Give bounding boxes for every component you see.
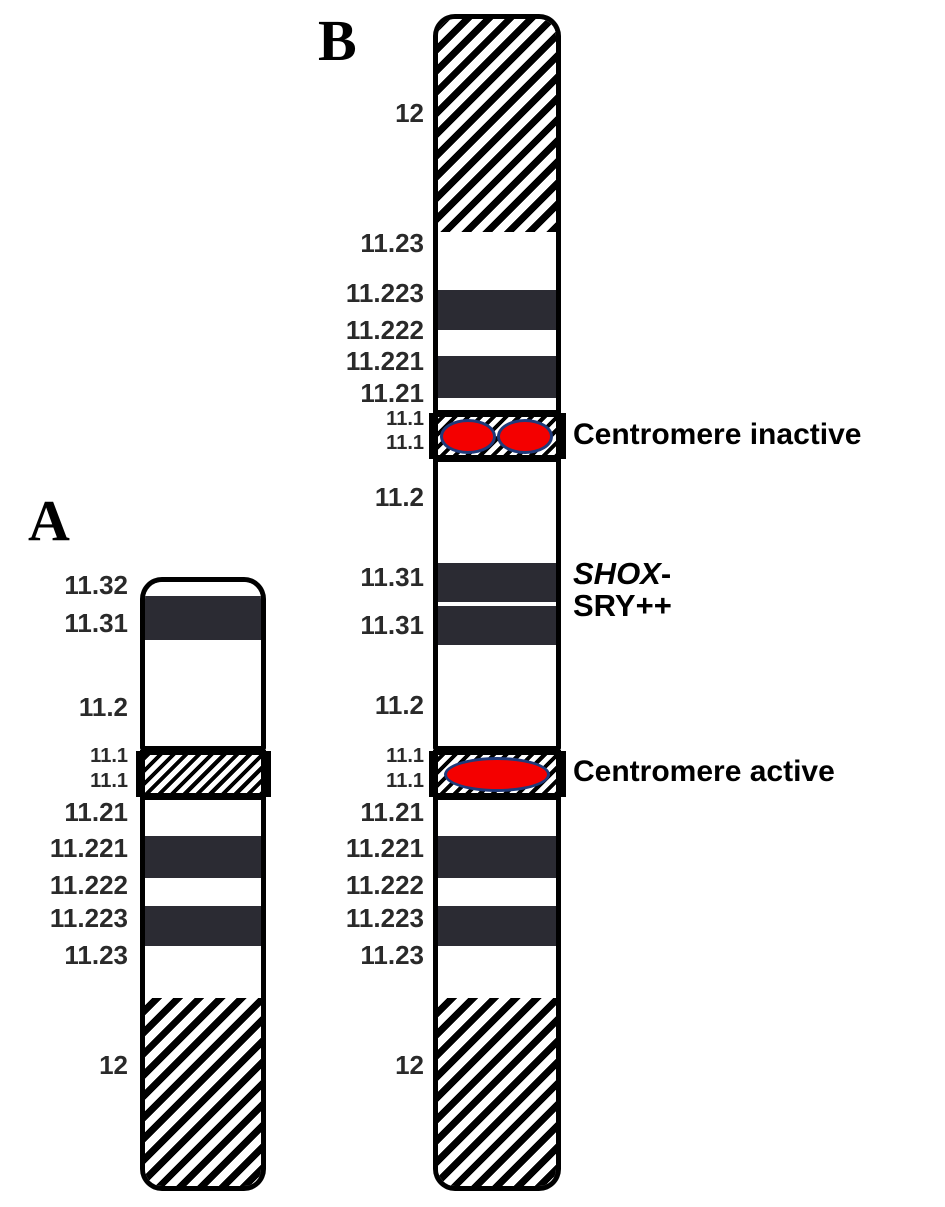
band-b-12-top bbox=[438, 19, 556, 232]
centromere-b-inactive-pinch-left bbox=[425, 413, 434, 459]
band-label-b-11-31-lower: 11.31 bbox=[360, 610, 424, 640]
band-label-b-11-1-active-lower: 11.1 bbox=[386, 770, 424, 792]
annotation-gene-line1: SHOX- bbox=[573, 558, 672, 590]
chromosome-b-middle-arm bbox=[433, 457, 561, 751]
band-label-b-12-top: 12 bbox=[395, 98, 424, 128]
band-label-a-11-23: 11.23 bbox=[64, 940, 128, 970]
band-a-11-222 bbox=[145, 878, 261, 906]
band-label-b-11-31-upper: 11.31 bbox=[360, 562, 424, 592]
band-label-b-11-23-top: 11.23 bbox=[360, 228, 424, 258]
band-b-12-bottom bbox=[438, 998, 556, 1186]
centromere-a bbox=[140, 750, 266, 798]
band-label-b-11-2-upper: 11.2 bbox=[374, 482, 424, 512]
band-label-a-11-21: 11.21 bbox=[64, 797, 128, 827]
band-b-11-2-upper bbox=[438, 462, 556, 563]
band-label-b-11-23-bottom: 11.23 bbox=[360, 940, 424, 970]
centromere-oval-inactive-1 bbox=[440, 419, 496, 454]
band-b-11-2-lower bbox=[438, 645, 556, 746]
band-label-b-11-2-lower: 11.2 bbox=[374, 690, 424, 720]
band-label-a-11-222: 11.222 bbox=[49, 870, 128, 900]
band-b-11-221-bottom bbox=[438, 836, 556, 878]
band-label-b-12-bottom: 12 bbox=[395, 1050, 424, 1080]
chromosome-b-bottom-arm bbox=[433, 795, 561, 1191]
chromosome-b-top-arm bbox=[433, 14, 561, 415]
band-label-b-11-221-bottom: 11.221 bbox=[345, 833, 424, 863]
band-a-11-221 bbox=[145, 836, 261, 878]
annotation-centromere-active: Centromere active bbox=[573, 755, 835, 788]
band-label-b-11-222-top: 11.222 bbox=[345, 315, 424, 345]
band-b-11-31-upper bbox=[438, 563, 556, 602]
band-label-b-11-21-top: 11.21 bbox=[360, 378, 424, 408]
band-label-a-11-31: 11.31 bbox=[64, 608, 128, 638]
band-a-11-23 bbox=[145, 946, 261, 998]
centromere-a-pinch-left bbox=[132, 751, 141, 797]
band-b-11-222-top bbox=[438, 330, 556, 356]
band-b-11-222-bottom bbox=[438, 878, 556, 906]
band-label-a-12: 12 bbox=[99, 1050, 128, 1080]
band-label-b-11-1-inactive-lower: 11.1 bbox=[386, 432, 424, 454]
band-b-11-21-bottom bbox=[438, 800, 556, 836]
band-a-11-21 bbox=[145, 800, 261, 836]
band-a-12 bbox=[145, 998, 261, 1186]
band-a-11-31 bbox=[145, 596, 261, 640]
band-label-b-11-1-inactive-upper: 11.1 bbox=[386, 408, 424, 430]
band-label-a-11-221: 11.221 bbox=[49, 833, 128, 863]
band-label-a-11-223: 11.223 bbox=[49, 903, 128, 933]
band-label-a-11-1-upper: 11.1 bbox=[90, 745, 128, 767]
centromere-oval-active bbox=[444, 757, 550, 792]
gene-shox-tail: - bbox=[660, 556, 672, 591]
panel-a-letter: A bbox=[28, 488, 70, 553]
chromosome-a-bottom-arm bbox=[140, 795, 266, 1191]
band-label-b-11-21-bottom: 11.21 bbox=[360, 797, 424, 827]
band-label-a-11-1-lower: 11.1 bbox=[90, 770, 128, 792]
band-a-11-2 bbox=[145, 640, 261, 744]
band-b-11-223-bottom bbox=[438, 906, 556, 946]
band-b-fusion-line bbox=[438, 602, 556, 606]
band-b-11-31-lower bbox=[438, 606, 556, 645]
band-label-a-11-2: 11.2 bbox=[78, 692, 128, 722]
centromere-b-inactive-pinch-right bbox=[561, 413, 570, 459]
gene-name-shox: SHOX bbox=[573, 556, 661, 591]
centromere-oval-inactive-2 bbox=[497, 419, 553, 454]
centromere-b-active-pinch-left bbox=[425, 751, 434, 797]
chromosome-a-top-arm bbox=[140, 577, 266, 751]
band-b-11-223-top bbox=[438, 290, 556, 330]
band-label-b-11-221-top: 11.221 bbox=[345, 346, 424, 376]
band-label-a-11-32: 11.32 bbox=[64, 570, 128, 600]
band-a-11-223 bbox=[145, 906, 261, 946]
centromere-b-active-pinch-right bbox=[561, 751, 570, 797]
annotation-gene-shox-sry: SHOX- SRY++ bbox=[573, 558, 672, 621]
annotation-gene-line2: SRY++ bbox=[573, 587, 672, 623]
band-label-b-11-223-top: 11.223 bbox=[345, 278, 424, 308]
band-b-11-23-top bbox=[438, 232, 556, 290]
band-b-11-221-top bbox=[438, 356, 556, 398]
band-b-11-23-bottom bbox=[438, 946, 556, 998]
band-label-b-11-223-bottom: 11.223 bbox=[345, 903, 424, 933]
panel-b-letter: B bbox=[318, 8, 357, 73]
band-a-11-32 bbox=[145, 582, 261, 596]
band-label-b-11-1-active-upper: 11.1 bbox=[386, 745, 424, 767]
band-b-11-21-top bbox=[438, 398, 556, 410]
annotation-centromere-inactive: Centromere inactive bbox=[573, 418, 862, 451]
band-label-b-11-222-bottom: 11.222 bbox=[345, 870, 424, 900]
centromere-a-pinch-right bbox=[266, 751, 275, 797]
